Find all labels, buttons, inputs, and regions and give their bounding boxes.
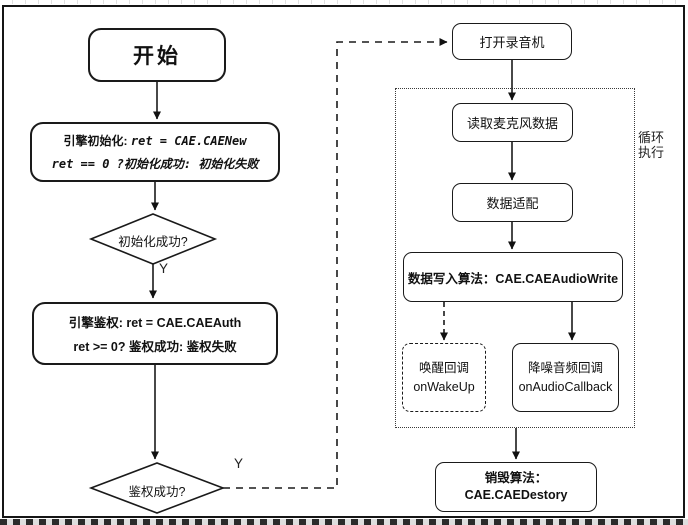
open-recorder-label: 打开录音机	[479, 35, 545, 50]
node-engine-auth: 引擎鉴权: ret = CAE.CAEAuth ret >= 0? 鉴权成功: …	[32, 302, 278, 365]
diagram-border	[2, 5, 685, 518]
read-mic-label: 读取麦克风数据	[466, 116, 558, 131]
branch-yes-auth: Y	[234, 456, 244, 471]
decision-init-diamond	[88, 213, 218, 265]
audio-callback-line2: onAudioCallback	[518, 379, 613, 394]
node-start: 开始	[88, 28, 226, 82]
engine-init-line1: 引擎初始化: ret = CAE.CAENew	[64, 132, 247, 149]
loop-execution-label: 循环执行	[638, 130, 672, 160]
node-data-adapt: 数据适配	[452, 183, 573, 222]
node-destroy-algorithm: 销毁算法： CAE.CAEDestory	[435, 462, 597, 512]
decision-init-label: 初始化成功?	[118, 235, 188, 249]
node-wakeup-callback: 唤醒回调 onWakeUp	[402, 343, 486, 412]
wakeup-callback-line2: onWakeUp	[413, 379, 475, 394]
node-open-recorder: 打开录音机	[452, 23, 572, 60]
loop-label-line2: 执行	[638, 145, 665, 160]
audio-write-label: 数据写入算法：CAE.CAEAudioWrite	[407, 271, 619, 286]
node-engine-init: 引擎初始化: ret = CAE.CAENew ret == 0 ?初始化成功:…	[30, 122, 280, 182]
engine-auth-line2: ret >= 0? 鉴权成功: 鉴权失败	[73, 339, 237, 354]
engine-init-line2: ret == 0 ?初始化成功: 初始化失败	[51, 156, 259, 171]
loop-label-line1: 循环	[638, 130, 665, 145]
decision-auth-diamond	[88, 462, 226, 514]
start-label: 开始	[133, 45, 181, 68]
data-adapt-label: 数据适配	[486, 196, 539, 211]
decision-auth-label: 鉴权成功?	[128, 485, 186, 499]
node-read-mic-data: 读取麦克风数据	[452, 103, 573, 142]
engine-init-line1-code: ret = CAE.CAENew	[130, 134, 247, 149]
branch-yes-init: Y	[159, 261, 169, 276]
page-edge-dashes	[0, 519, 688, 525]
destroy-line2: CAE.CAEDestory	[464, 488, 568, 502]
ruler-ticks	[0, 0, 688, 4]
node-audio-write: 数据写入算法：CAE.CAEAudioWrite	[403, 252, 623, 302]
connector-authcheck-to-recorder-dashed	[223, 38, 448, 489]
engine-auth-line1: 引擎鉴权: ret = CAE.CAEAuth	[68, 316, 242, 331]
engine-init-line1-label: 引擎初始化:	[63, 134, 131, 149]
destroy-line1: 销毁算法：	[484, 471, 548, 485]
audio-callback-line1: 降噪音频回调	[527, 360, 603, 375]
wakeup-callback-line1: 唤醒回调	[418, 360, 469, 375]
node-audio-callback: 降噪音频回调 onAudioCallback	[512, 343, 619, 412]
loop-execution-region	[395, 88, 635, 428]
